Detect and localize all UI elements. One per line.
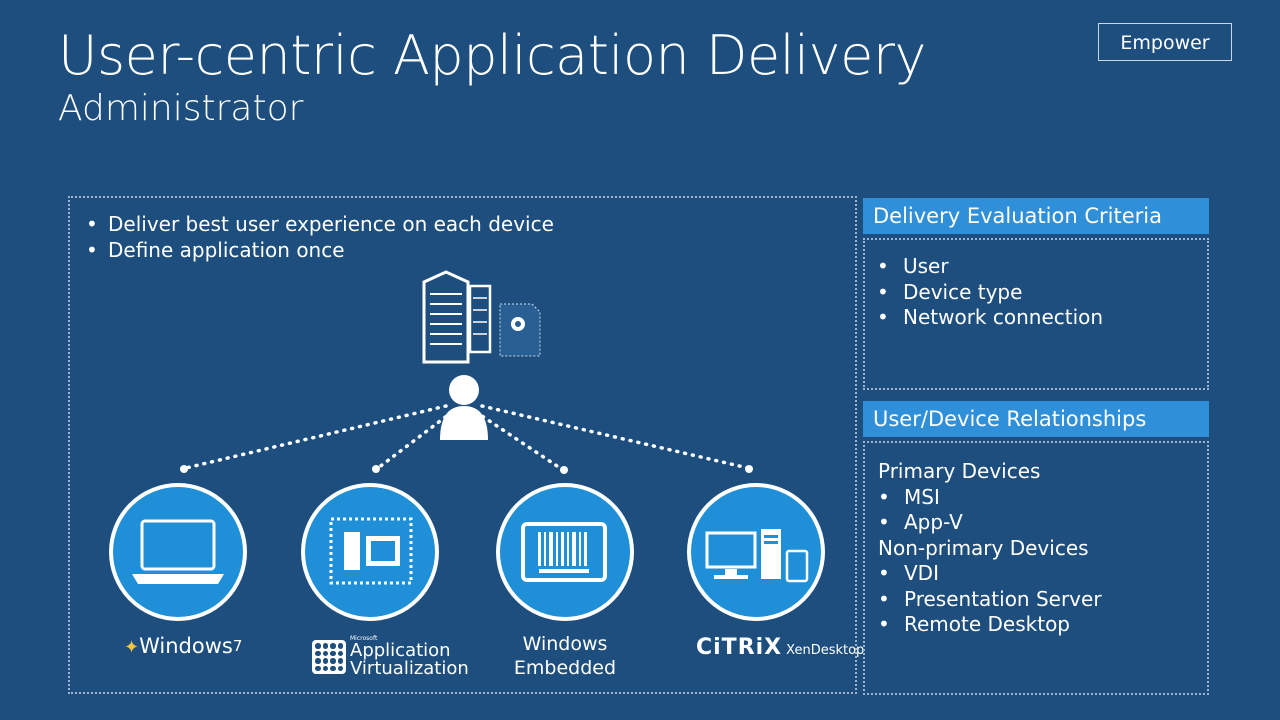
app-v-logo: Microsoft Application Virtualization	[312, 636, 469, 678]
app-v-grid-icon	[312, 640, 346, 674]
empower-badge: Empower	[1098, 23, 1232, 61]
criteria-item: Device type	[877, 280, 1103, 306]
nonprimary-device-item: Presentation Server	[878, 587, 1102, 613]
windows7-version: 7	[232, 637, 243, 655]
connector-endpoints	[180, 465, 753, 474]
virtual-desktop-icon	[329, 517, 413, 585]
main-diagram-box	[68, 196, 857, 694]
primary-device-item: App-V	[878, 510, 1102, 536]
barcode-scanner-icon	[521, 522, 607, 582]
nonprimary-device-item: Remote Desktop	[878, 612, 1102, 638]
relationships-heading: User/Device Relationships	[863, 401, 1209, 437]
windows-flag-icon: ✦	[124, 637, 140, 658]
delivery-criteria-heading: Delivery Evaluation Criteria	[863, 198, 1209, 234]
main-bullets: Deliver best user experience on each dev…	[86, 211, 554, 263]
connection-lines	[184, 404, 750, 472]
windows-embedded-label: Windows Embedded	[505, 632, 625, 680]
delivery-criteria-box: User Device type Network connection	[863, 238, 1209, 390]
citrix-brand: CiTRiX	[696, 635, 783, 660]
user-icon	[440, 375, 488, 440]
primary-devices-label: Primary Devices	[878, 459, 1041, 483]
laptop-device-circle	[109, 483, 247, 621]
server-icon	[422, 270, 492, 364]
primary-device-item: MSI	[878, 485, 1102, 511]
laptop-icon	[132, 519, 224, 584]
citrix-logo: CiTRiX XenDesktop	[696, 636, 864, 663]
desktop-devices-icon	[705, 529, 809, 583]
main-bullet: Deliver best user experience on each dev…	[86, 211, 554, 237]
windows7-logo: ✦Windows7	[124, 634, 242, 660]
windows-embedded-line2: Embedded	[513, 657, 617, 679]
slide-subtitle: Administrator	[58, 88, 304, 129]
app-v-line1: Application	[350, 640, 451, 661]
criteria-item: User	[877, 254, 1103, 280]
relationships-box: Primary Devices MSI App-V Non-primary De…	[863, 441, 1209, 695]
app-v-line2: Virtualization	[350, 658, 469, 679]
slide-title: User-centric Application Delivery	[58, 24, 927, 87]
nonprimary-devices-label: Non-primary Devices	[878, 535, 1089, 560]
main-bullet: Define application once	[86, 237, 554, 263]
app-v-maker: Microsoft	[350, 635, 378, 642]
criteria-item: Network connection	[877, 305, 1103, 331]
embedded-device-circle	[496, 483, 634, 621]
citrix-product: XenDesktop	[786, 643, 865, 658]
app-v-device-circle	[301, 483, 439, 621]
windows-embedded-line1: Windows	[522, 633, 608, 655]
nonprimary-device-item: VDI	[878, 561, 1102, 587]
application-package-icon	[499, 303, 541, 357]
windows7-name: Windows	[139, 634, 233, 658]
thin-client-device-circle	[687, 483, 825, 621]
